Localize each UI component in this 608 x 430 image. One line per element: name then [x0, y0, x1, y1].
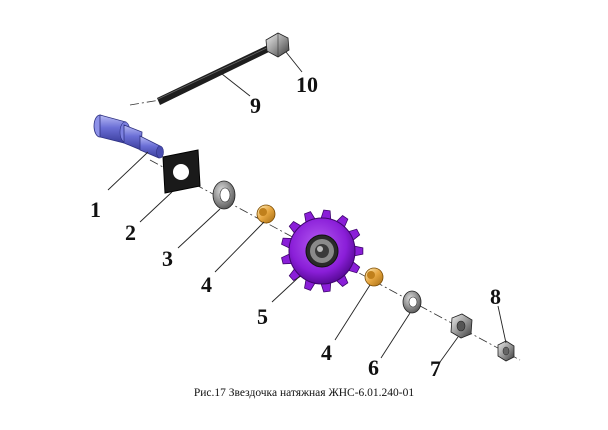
callout-2: 2: [125, 220, 136, 245]
callout-8: 8: [490, 284, 501, 309]
rod-axis: [129, 99, 161, 106]
part-9-rod: [157, 44, 273, 105]
callout-7: 7: [430, 356, 441, 381]
part-6-washer: [402, 290, 422, 314]
leader-lines: [107, 51, 507, 363]
callout-4a: 4: [201, 272, 212, 297]
callout-3: 3: [162, 246, 173, 271]
figure-caption: Рис.17 Звездочка натяжная ЖНС-6.01.240-0…: [193, 387, 415, 399]
part-3-washer: [212, 180, 236, 210]
part-4-bushing-left: [256, 204, 276, 224]
part-4-bushing-right: [364, 267, 384, 287]
callout-1: 1: [90, 197, 101, 222]
callout-4b: 4: [321, 340, 332, 365]
part-5-sprocket: [281, 209, 364, 293]
callout-9: 9: [250, 93, 261, 118]
callout-5: 5: [257, 304, 268, 329]
part-1-axle: [93, 114, 164, 159]
part-7-nut: [450, 313, 473, 339]
callout-10: 10: [296, 72, 318, 97]
part-2-plate: [162, 149, 201, 194]
callout-6: 6: [368, 355, 379, 380]
part-8-nut: [497, 340, 515, 362]
part-10-nut: [265, 32, 290, 58]
